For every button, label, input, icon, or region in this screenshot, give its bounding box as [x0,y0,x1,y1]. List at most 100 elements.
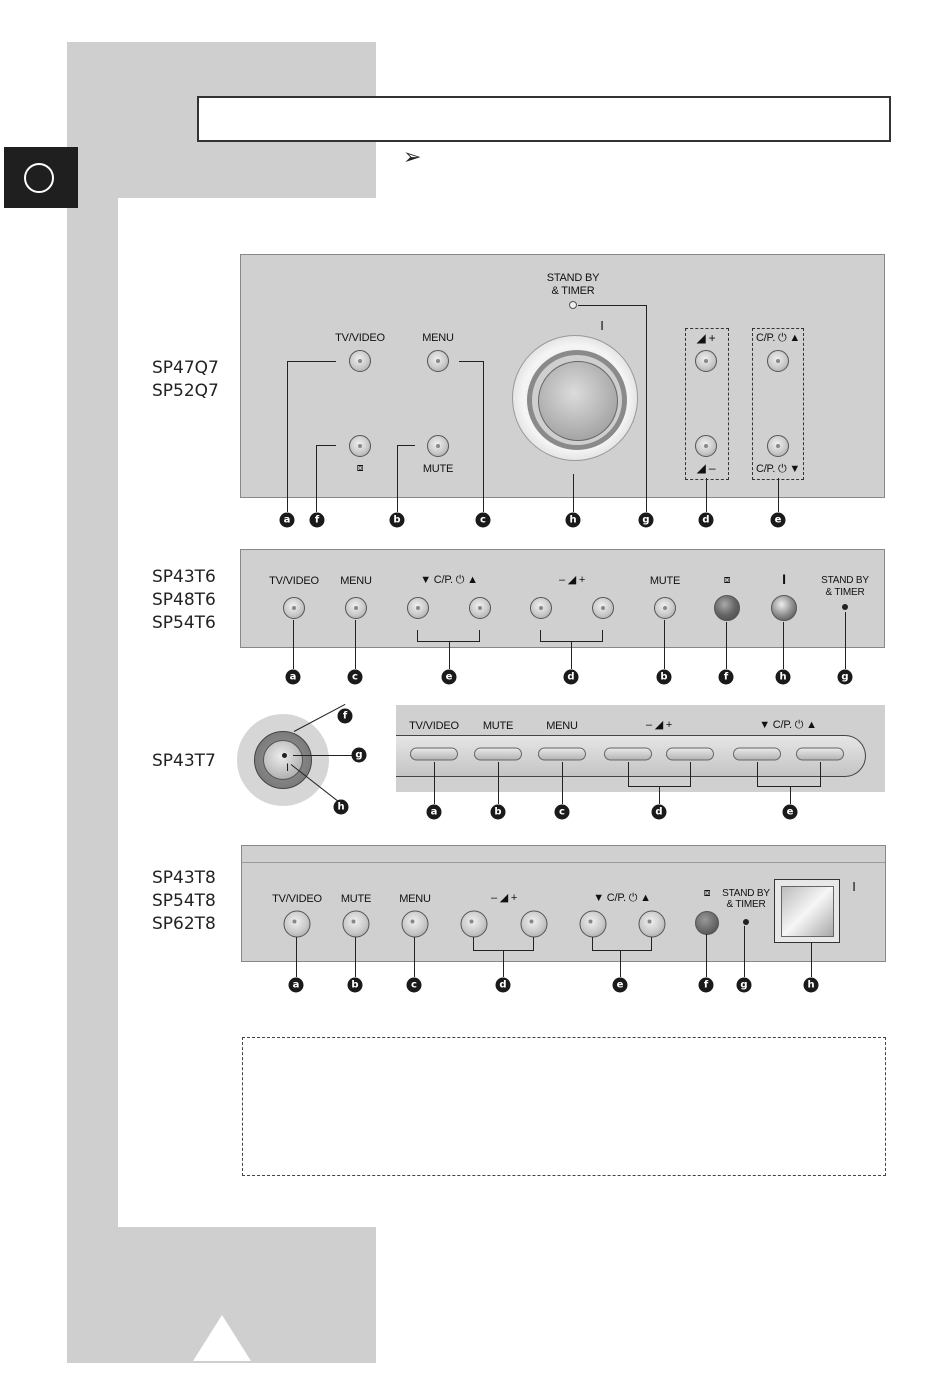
mute-label: MUTE [482,720,514,732]
callout-g: g [638,512,654,528]
power-button[interactable] [774,879,840,943]
menu-button[interactable] [401,910,429,938]
standby-indicator [842,604,848,610]
volume-down-button[interactable] [460,910,488,938]
tvvideo-button[interactable] [410,747,458,761]
channel-down-button[interactable] [579,910,607,938]
leader-line [664,620,665,669]
volume-up-label: ◢ + [696,331,716,345]
leader-line [820,762,821,786]
menu-label: MENU [546,720,578,732]
note-box [242,1037,886,1176]
leader-line [293,620,294,669]
channel-down-button[interactable] [733,747,781,761]
leader-line [316,445,336,446]
volume-up-button[interactable] [666,747,714,761]
callout-a: a [426,804,442,820]
panel-divider [242,862,885,863]
callout-e: e [770,512,786,528]
callout-h: h [775,669,791,685]
leader-line [757,786,821,787]
volume-down-button[interactable] [530,597,552,619]
menu-label: MENU [399,893,431,905]
power-label: I [286,762,290,774]
menu-button[interactable] [427,350,449,372]
leader-line [790,786,791,804]
power-label: I [782,571,786,587]
power-knob-ring [527,350,627,450]
callout-a: a [285,669,301,685]
callout-b: b [389,512,405,528]
model-list: SP43T6 SP48T6 SP54T6 [152,566,216,635]
channel-label: ▼ C/P. ⏻ ▲ [420,574,478,586]
model-name: SP43T6 [152,567,216,587]
page-background-left [67,198,118,1228]
volume-up-button[interactable] [695,350,717,372]
leader-line [473,937,474,950]
tvvideo-label: TV/VIDEO [335,332,385,344]
volume-down-button[interactable] [695,435,717,457]
volume-up-button[interactable] [520,910,548,938]
callout-d: d [698,512,714,528]
menu-button[interactable] [538,747,586,761]
pip-label: ⧈ [703,887,711,899]
volume-up-button[interactable] [592,597,614,619]
callout-d: d [651,804,667,820]
control-panel-2: TV/VIDEO MENU ▼ C/P. ⏻ ▲ – ◢ + MUTE ⧈ I … [240,549,885,648]
channel-up-button[interactable] [469,597,491,619]
channel-up-button[interactable] [638,910,666,938]
leader-line [483,361,484,512]
callout-b: b [347,977,363,993]
standby-label: STAND BY [821,575,869,586]
power-button[interactable] [538,361,618,441]
pip-button[interactable] [695,911,719,935]
channel-down-button[interactable] [767,435,789,457]
power-knob-outer [512,335,638,461]
menu-label: MENU [340,575,372,587]
volume-down-button[interactable] [604,747,652,761]
callout-h: h [333,799,349,815]
channel-down-button[interactable] [407,597,429,619]
leader-line [578,305,646,306]
leader-line [659,786,660,804]
tvvideo-button[interactable] [349,350,371,372]
leader-line [479,630,480,642]
mute-button[interactable] [342,910,370,938]
model-name: SP54T8 [152,891,216,911]
pip-button[interactable] [714,595,740,621]
timer-label: & TIMER [726,899,766,910]
mute-button[interactable] [654,597,676,619]
power-button[interactable] [771,595,797,621]
callout-a: a [279,512,295,528]
callout-h: h [803,977,819,993]
callout-f: f [718,669,734,685]
timer-label: & TIMER [551,285,595,297]
leader-line [706,478,707,512]
tvvideo-button[interactable] [283,910,311,938]
pip-label: ⧈ [356,462,364,474]
channel-up-button[interactable] [796,747,844,761]
mute-button[interactable] [474,747,522,761]
tvvideo-label: TV/VIDEO [269,575,319,587]
leader-line [459,361,483,362]
model-name: SP43T7 [152,751,216,771]
leader-line [573,474,574,512]
leader-line [316,445,317,512]
menu-label: MENU [422,332,454,344]
leader-line [562,762,563,804]
title-box [197,96,891,142]
mute-button[interactable] [427,435,449,457]
menu-button[interactable] [345,597,367,619]
leader-line [620,950,621,977]
leader-line [355,937,356,977]
mute-label: MUTE [340,893,372,905]
tvvideo-button[interactable] [283,597,305,619]
leader-line [503,950,504,977]
leader-line [592,937,593,950]
leader-line [757,762,758,786]
channel-up-button[interactable] [767,350,789,372]
leader-line [397,445,398,512]
power-button[interactable] [263,740,303,780]
pip-button[interactable] [349,435,371,457]
leader-line [296,937,297,977]
